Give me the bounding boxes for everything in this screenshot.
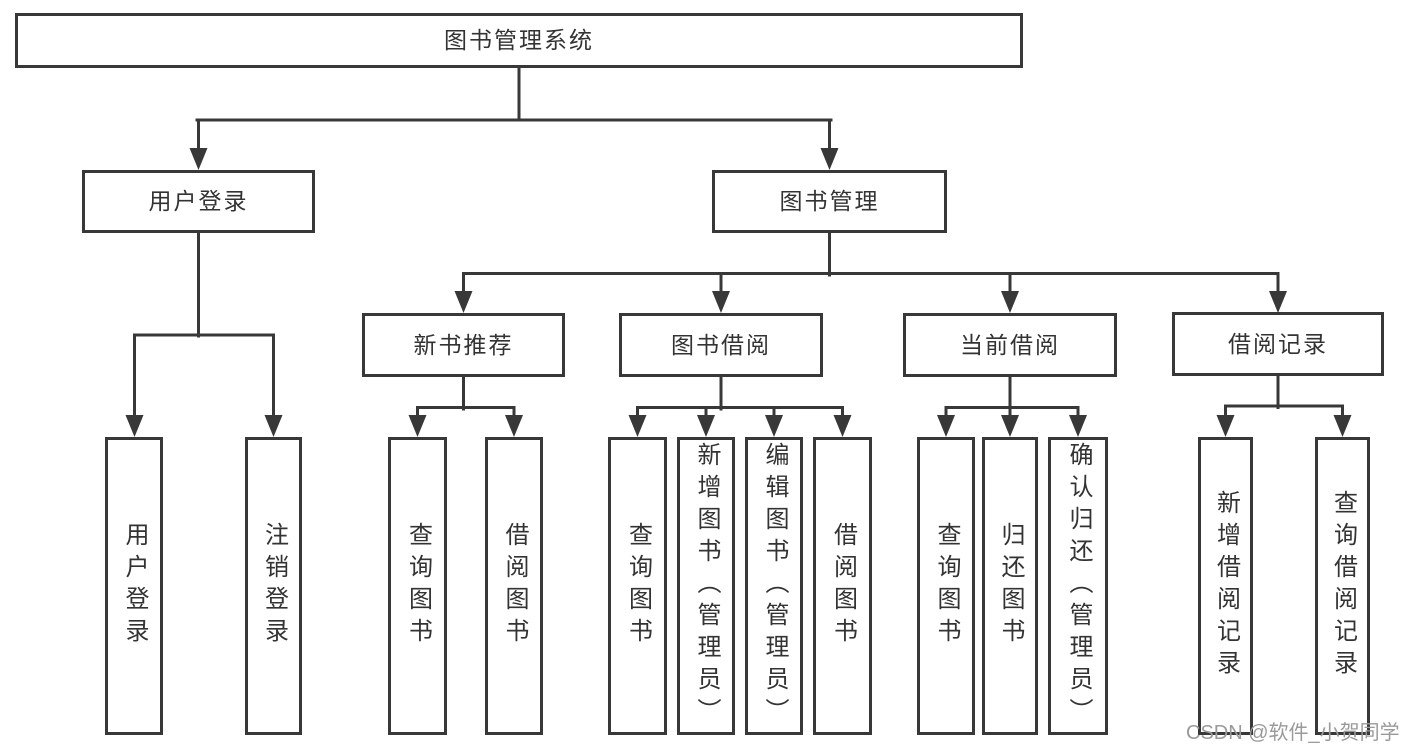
leaf-borrow-books-1: 借阅图书 <box>485 437 543 735</box>
arrowheads-new-book-children <box>408 415 523 437</box>
node-borrowing-records: 借阅记录 <box>1172 312 1384 376</box>
node-library-management-system: 图书管理系统 <box>15 13 1023 68</box>
node-label: 图书借阅 <box>671 331 771 358</box>
csdn-watermark: CSDN @软件_小贺同学 <box>1186 722 1400 744</box>
node-label: 借阅记录 <box>1228 330 1328 357</box>
node-label: 查询图书 <box>404 522 432 650</box>
leaf-confirm-return-admin: 确认归还（管理员） <box>1048 437 1108 735</box>
connector-book-borrow-children <box>636 375 844 420</box>
connector-book-mgmt-to-level3 <box>462 231 1280 295</box>
node-label: 用户登录 <box>148 188 249 214</box>
node-label: 当前借阅 <box>960 331 1060 358</box>
connector-borrow-record-children <box>1224 374 1344 420</box>
arrowheads-user-login-children <box>125 415 283 437</box>
leaf-query-books-1: 查询图书 <box>388 437 447 735</box>
node-label: 借阅图书 <box>501 522 528 650</box>
arrowheads-borrow-record-children <box>1216 415 1352 437</box>
node-book-borrowing: 图书借阅 <box>619 313 823 377</box>
node-label: 新书推荐 <box>413 331 514 358</box>
connector-root-to-level2 <box>195 66 833 152</box>
node-label: 新增图书（管理员） <box>693 442 720 730</box>
leaf-add-books-admin: 新增图书（管理员） <box>677 437 735 735</box>
leaf-query-borrow-record: 查询借阅记录 <box>1315 437 1370 735</box>
node-label: 归还图书 <box>997 522 1024 650</box>
node-label: 图书管理系统 <box>444 27 594 53</box>
node-book-management: 图书管理 <box>712 170 947 233</box>
node-label: 用户登录 <box>121 522 148 650</box>
leaf-add-borrow-record: 新增借阅记录 <box>1198 437 1253 735</box>
node-label: 新增借阅记录 <box>1212 490 1240 682</box>
node-label: 借阅图书 <box>829 522 857 650</box>
node-label: 确认归还（管理员） <box>1065 442 1092 730</box>
arrowheads-current-borrow-children <box>937 415 1087 437</box>
leaf-logout: 注销登录 <box>245 437 302 735</box>
node-label: 查询图书 <box>933 522 960 650</box>
node-label: 注销登录 <box>260 522 288 650</box>
leaf-edit-books-admin: 编辑图书（管理员） <box>745 437 803 735</box>
node-label: 编辑图书（管理员） <box>761 442 788 730</box>
arrowheads-book-borrow-children <box>628 415 852 437</box>
leaf-return-books: 归还图书 <box>982 437 1038 735</box>
node-current-borrowing: 当前借阅 <box>903 313 1117 377</box>
node-label: 查询图书 <box>624 522 652 650</box>
arrowheads-level3 <box>454 291 1287 313</box>
leaf-query-books-3: 查询图书 <box>917 437 975 735</box>
connector-user-login-children <box>133 231 275 419</box>
node-user-login: 用户登录 <box>82 170 315 233</box>
node-new-book-recommend: 新书推荐 <box>362 313 565 377</box>
leaf-user-login: 用户登录 <box>105 437 163 735</box>
node-label: 查询借阅记录 <box>1329 490 1357 682</box>
connector-current-borrow-children <box>944 375 1080 420</box>
leaf-borrow-books-2: 借阅图书 <box>813 437 872 735</box>
connector-new-book-children <box>416 375 516 420</box>
leaf-query-books-2: 查询图书 <box>608 437 667 735</box>
arrowheads-level2 <box>189 148 839 170</box>
node-label: 图书管理 <box>779 188 880 214</box>
